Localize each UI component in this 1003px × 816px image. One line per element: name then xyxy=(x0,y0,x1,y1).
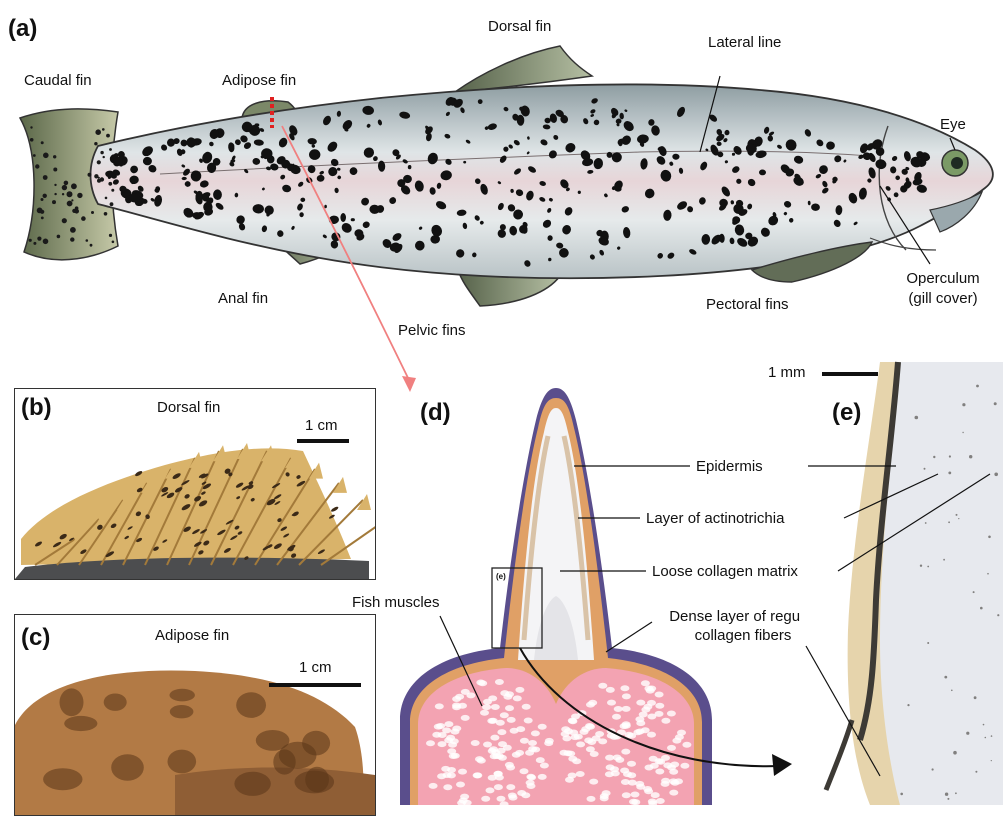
label-dorsal-fin: Dorsal fin xyxy=(488,18,551,36)
adipose-photo-title: Adipose fin xyxy=(155,627,229,645)
dorsal-scale-label: 1 cm xyxy=(305,417,338,435)
label-pelvic-fins: Pelvic fins xyxy=(398,322,466,340)
adipose-fin-photo xyxy=(15,615,375,815)
panel-label-d: (d) xyxy=(420,400,451,426)
label-actinotrichia: Layer of actinotrichia xyxy=(646,510,784,528)
label-lateral-line: Lateral line xyxy=(708,34,781,52)
panel-label-c: (c) xyxy=(21,625,50,651)
label-pectoral-fins: Pectoral fins xyxy=(706,296,789,314)
dorsal-fin-photo-frame: (b) Dorsal fin 1 cm xyxy=(14,388,376,580)
micrograph-scale-label: 1 mm xyxy=(768,364,806,382)
panel-label-a: (a) xyxy=(8,16,37,42)
label-caudal-fin: Caudal fin xyxy=(24,72,92,90)
label-adipose-fin: Adipose fin xyxy=(222,72,296,90)
label-epidermis: Epidermis xyxy=(696,458,763,476)
label-dense-collagen-1: Dense layer of regular xyxy=(634,608,852,626)
adipose-scale-bar xyxy=(269,683,361,687)
adipose-scale-label: 1 cm xyxy=(299,659,332,677)
panel-label-b: (b) xyxy=(21,395,52,421)
label-operculum: Operculum xyxy=(890,270,996,288)
label-gill-cover: (gill cover) xyxy=(890,290,996,308)
label-eye: Eye xyxy=(940,116,966,134)
label-dense-collagen-2: collagen fibers xyxy=(634,627,852,645)
adipose-fin-photo-frame: (c) Adipose fin 1 cm xyxy=(14,614,376,816)
dorsal-photo-title: Dorsal fin xyxy=(157,399,220,417)
label-loose-collagen: Loose collagen matrix xyxy=(652,563,798,581)
panel-label-e: (e) xyxy=(832,400,861,426)
inset-e-label: (e) xyxy=(496,572,506,581)
micrograph-scale-bar xyxy=(822,372,878,376)
label-fish-muscles: Fish muscles xyxy=(352,594,440,612)
dorsal-scale-bar xyxy=(297,439,349,443)
label-anal-fin: Anal fin xyxy=(218,290,268,308)
